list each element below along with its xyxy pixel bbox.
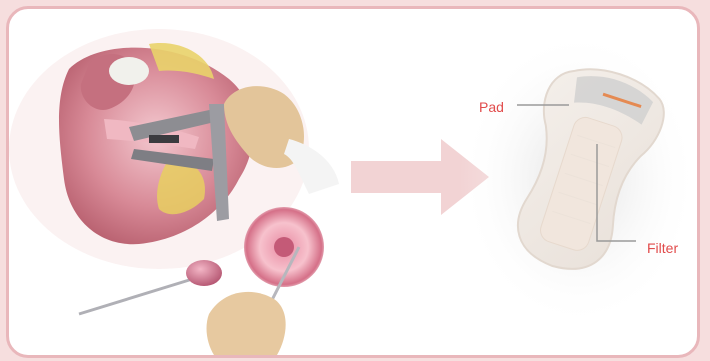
filter-label: Filter: [647, 240, 678, 256]
diagram-frame: Pad Filter: [6, 6, 700, 358]
diagram-canvas: [9, 9, 697, 355]
sanitary-pad-icon: [459, 29, 697, 329]
pad-label: Pad: [479, 99, 504, 115]
speculum-pap-smear-icon: [9, 29, 339, 355]
